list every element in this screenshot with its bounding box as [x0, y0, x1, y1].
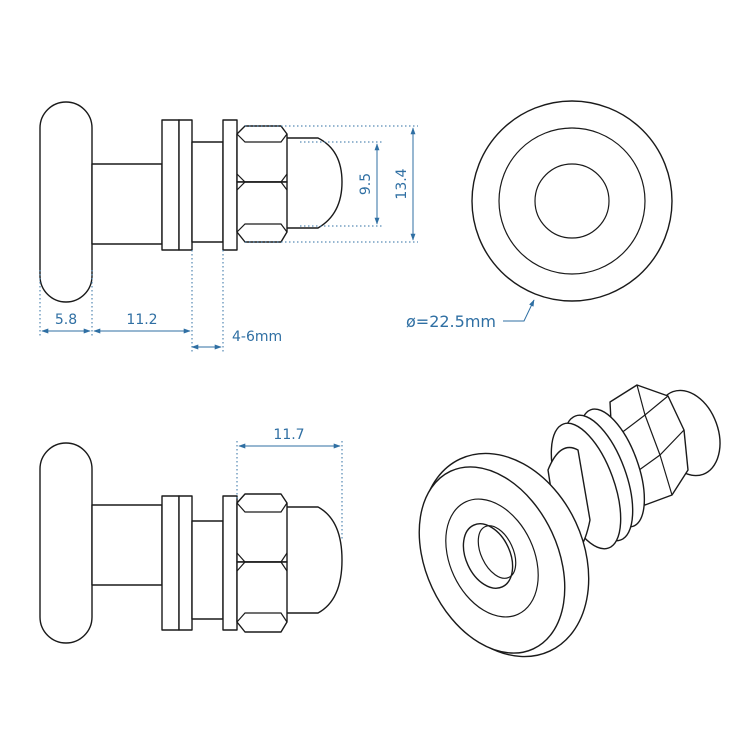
lock-washer-bottom [222, 495, 238, 631]
flange-washer-inner-bottom [178, 495, 193, 631]
panel-thickness-label: 4-6mm [232, 329, 282, 345]
washer-height-label: 13.4 [394, 168, 410, 199]
side-view-bottom [39, 442, 343, 644]
front-view [471, 100, 673, 302]
diameter-leader [503, 299, 535, 322]
roller-shaft [91, 163, 163, 245]
panel-gap-shaft [191, 141, 224, 243]
iso-wheel-bore-inner [477, 525, 517, 579]
dimension-lines-top [39, 125, 418, 352]
shaft-gap-bottom [191, 520, 224, 620]
isometric-view [418, 384, 721, 658]
hex-nut-bottom [236, 493, 288, 633]
iso-wheel-inner-ring [445, 498, 539, 618]
wheel-inner-ring [498, 127, 646, 275]
flange-washer-inner [178, 119, 193, 251]
shaft-length-label: 11.2 [126, 312, 157, 328]
roller-wheel [39, 101, 93, 303]
flange-washer-bottom [161, 495, 180, 631]
nut-height-label: 9.5 [358, 173, 374, 195]
side-view-top [39, 101, 343, 303]
bolt-length-label: 11.7 [273, 427, 304, 443]
lock-washer [222, 119, 238, 251]
wheel-outer-rim [471, 100, 673, 302]
flange-washer [161, 119, 180, 251]
diameter-label: ø=22.5mm [406, 312, 496, 331]
dimension-lines-bottom [236, 441, 343, 540]
wheel-width-label: 5.8 [55, 312, 77, 328]
wheel-bore [534, 163, 610, 239]
hex-nut [236, 125, 288, 243]
iso-wheel-bore [462, 523, 514, 589]
roller-shaft-bottom [91, 504, 163, 586]
cap-dome-bottom [285, 506, 343, 614]
cap-dome [285, 137, 343, 229]
roller-wheel-bottom [39, 442, 93, 644]
